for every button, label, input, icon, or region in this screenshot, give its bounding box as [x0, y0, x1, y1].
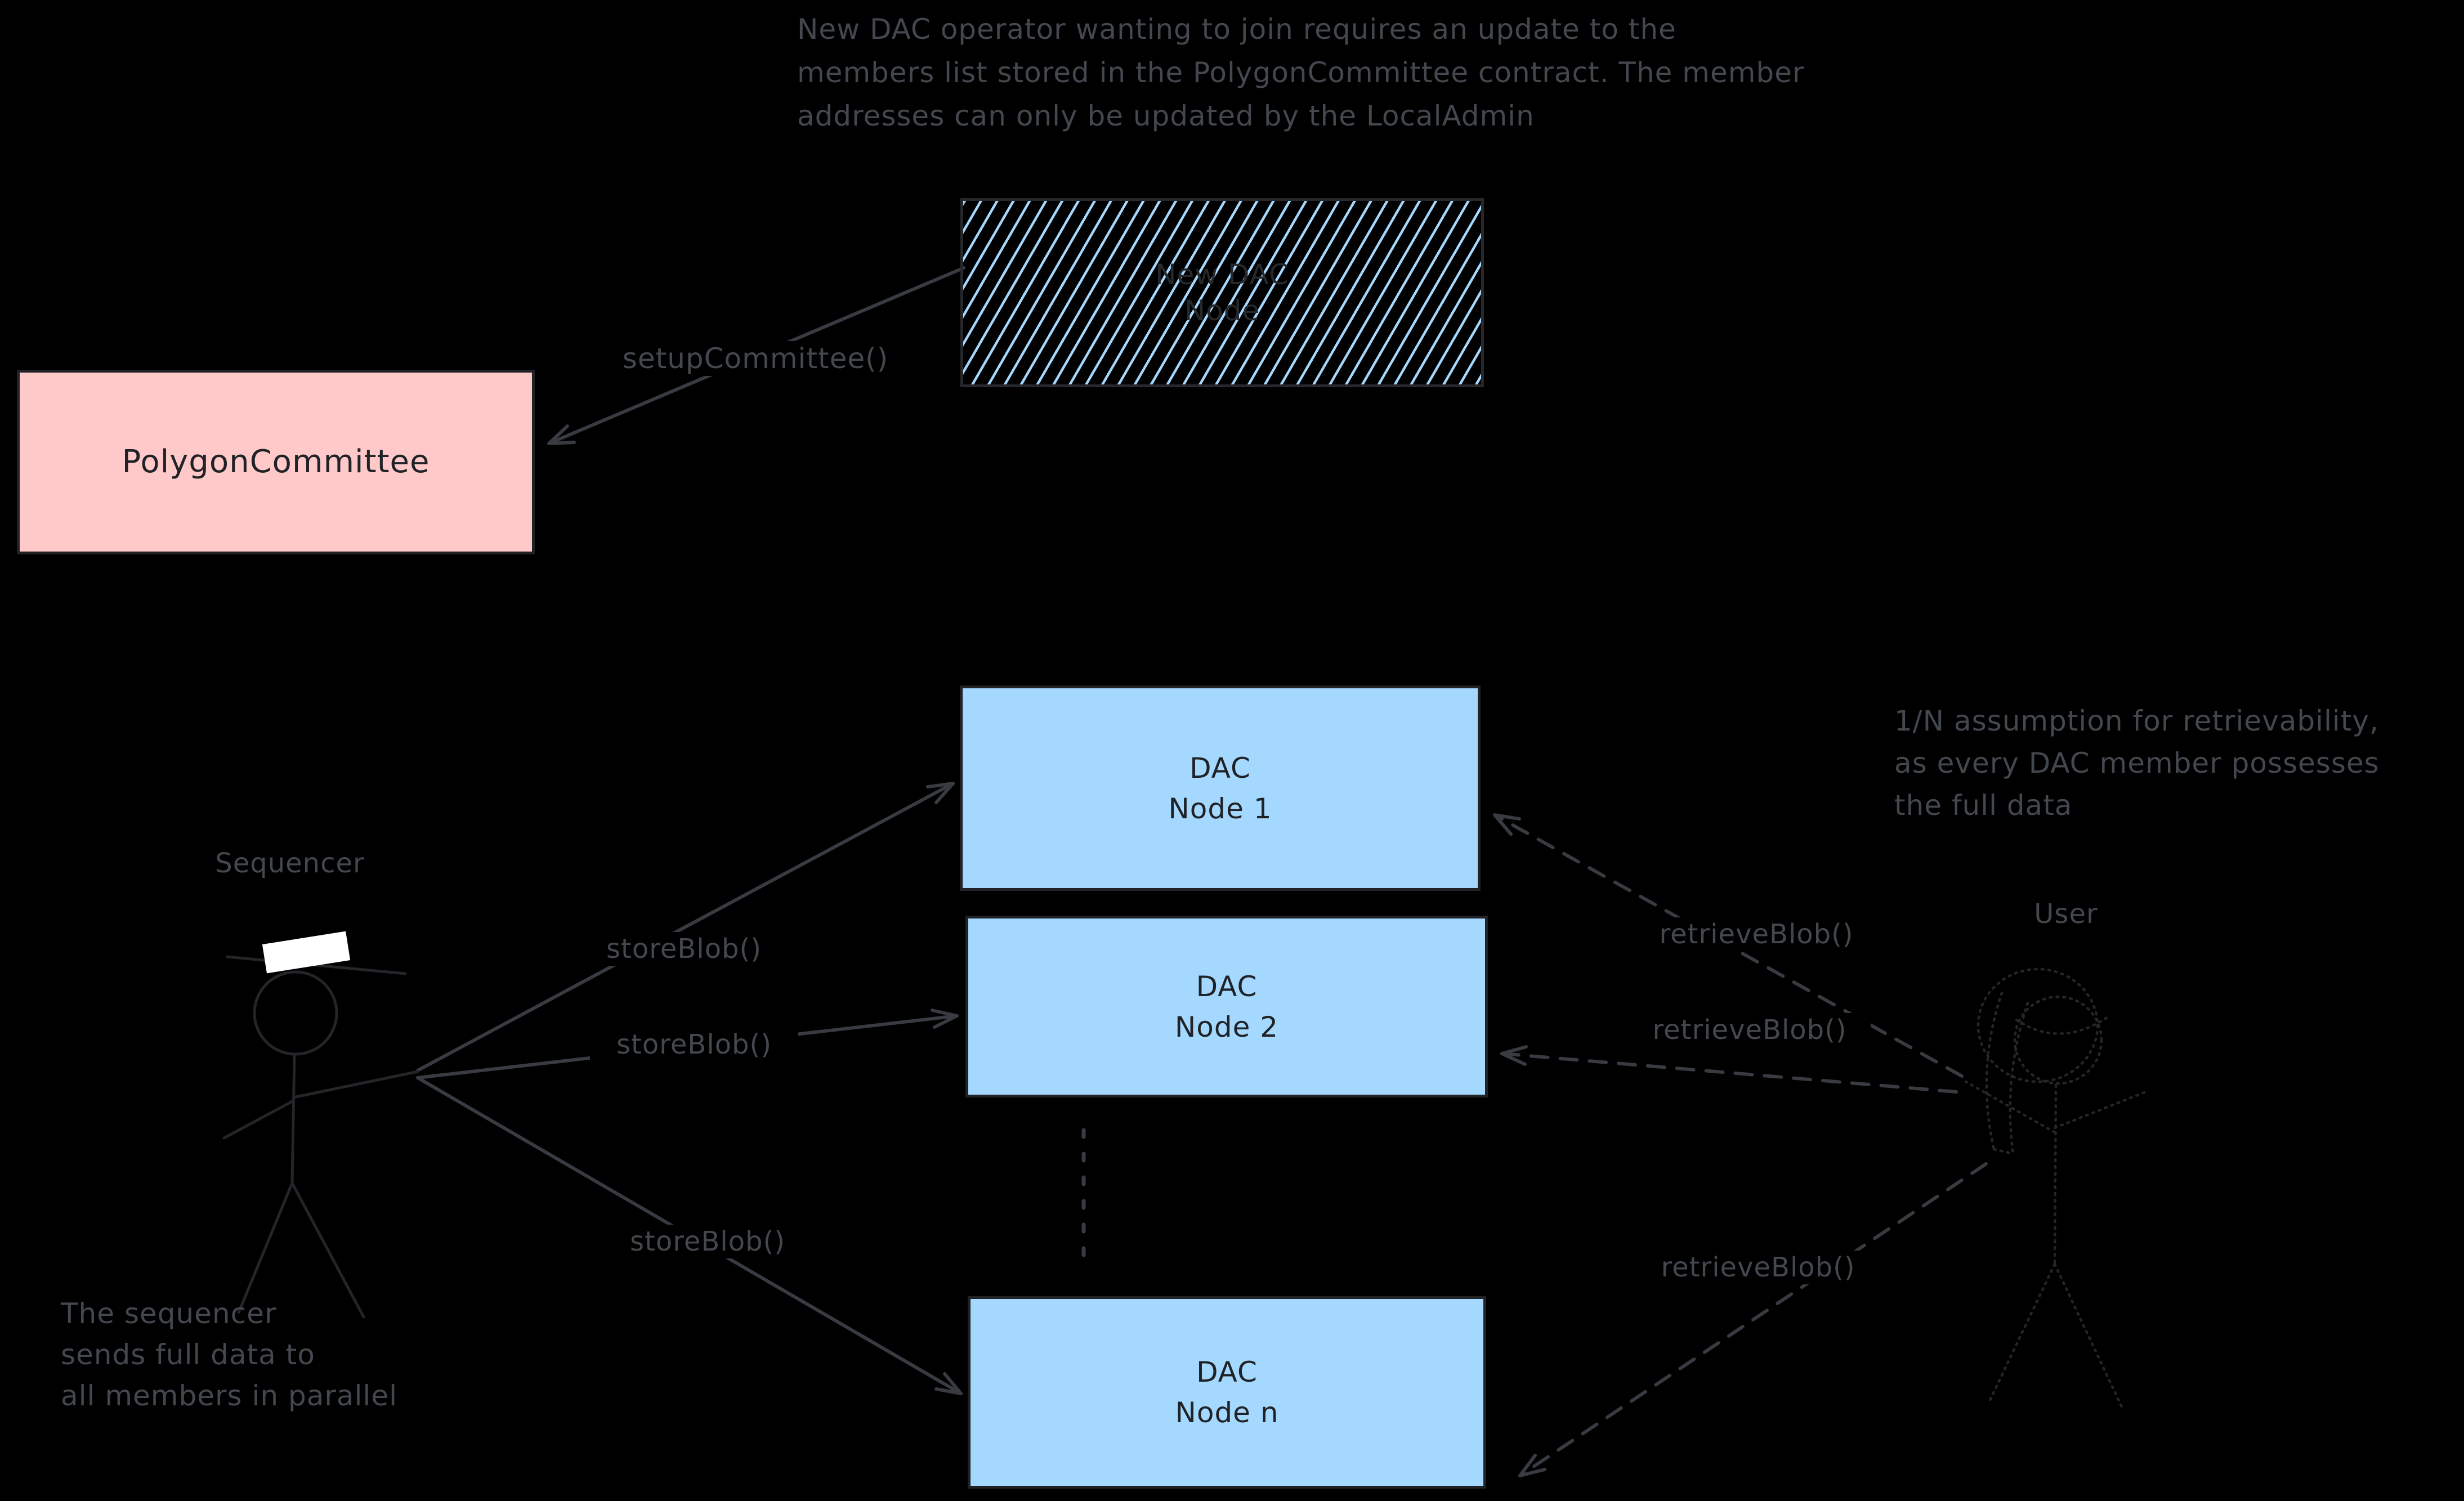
sequencer-body — [290, 1052, 296, 1185]
sequencer-label: Sequencer — [215, 848, 365, 879]
user-body — [2053, 1083, 2058, 1266]
dac-node-n-label: DAC Node n — [1175, 1356, 1279, 1429]
dac-node-1-label: DAC Node 1 — [1168, 751, 1272, 825]
retrieve-blob-arrow-2 — [1500, 1045, 1958, 1094]
dac-node-n-box: DAC Node n — [968, 1296, 1486, 1489]
store-blob-arrow-1 — [416, 782, 955, 1072]
user-label: User — [2034, 898, 2098, 930]
parallel-note: The sequencer sends full data to all mem… — [61, 1297, 397, 1412]
retrieve-blob-edge-label-1: retrieveBlob() — [1635, 917, 1877, 951]
retrieve-blob-arrow-3 — [1518, 1162, 1988, 1477]
user-leg-left — [1987, 1262, 2056, 1405]
sequencer-arm-right — [292, 1070, 419, 1099]
user-figure — [1964, 967, 2148, 1412]
new-dac-node-box: New DAC Node — [960, 198, 1484, 387]
store-blob-edge-label-3: storeBlob() — [603, 1225, 812, 1258]
user-hair — [1976, 967, 2099, 1083]
new-dac-node-label: New DAC Node — [1155, 258, 1289, 327]
store-blob-edge-label-1: storeBlob() — [580, 932, 788, 966]
setup-committee-edge-label: setupCommittee() — [598, 341, 913, 376]
dac-node-1-box: DAC Node 1 — [960, 685, 1481, 891]
user-leg-right — [2053, 1262, 2125, 1412]
sequencer-leg-right — [290, 1181, 365, 1319]
sequencer-leg-left — [237, 1181, 294, 1314]
sequencer-hat — [262, 931, 351, 974]
user-hair-fringe — [2015, 1015, 2110, 1035]
dac-node-2-box: DAC Node 2 — [965, 916, 1488, 1097]
polygon-committee-box: PolygonCommittee — [17, 370, 535, 554]
retrieve-blob-edge-label-3: retrieveBlob() — [1637, 1251, 1879, 1284]
user-arm-right — [2053, 1090, 2148, 1130]
retrievability-note: 1/N assumption for retrievability, as ev… — [1894, 705, 2380, 822]
user-ponytail — [1985, 991, 2029, 1155]
user-head — [2013, 995, 2103, 1085]
store-blob-edge-label-2: storeBlob() — [590, 1028, 798, 1061]
retrieve-blob-edge-label-2: retrieveBlob() — [1629, 1013, 1871, 1047]
sequencer-head — [253, 970, 338, 1056]
sequencer-figure — [222, 931, 419, 1319]
top-note: New DAC operator wanting to join require… — [797, 13, 1805, 132]
dac-node-2-label: DAC Node 2 — [1174, 970, 1279, 1043]
polygon-committee-label: PolygonCommittee — [122, 443, 430, 480]
sequencer-arm-left — [222, 1099, 295, 1140]
